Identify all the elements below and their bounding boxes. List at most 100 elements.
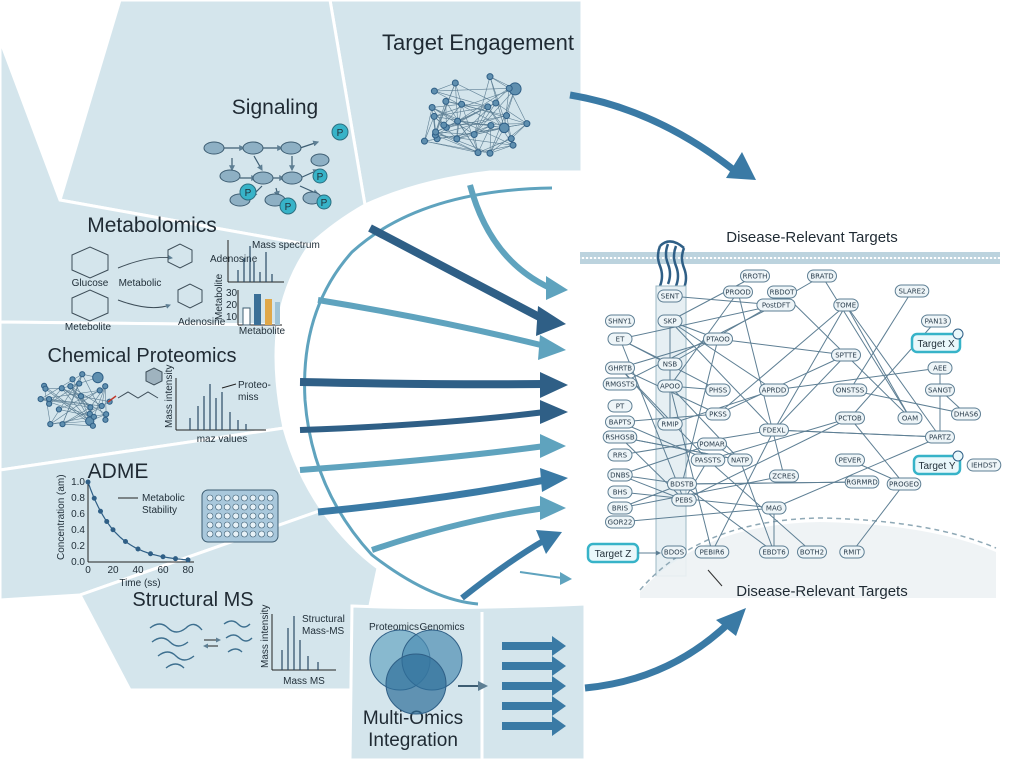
plate-well [258,530,265,538]
plate-well [206,503,214,511]
proteomics-venn-label: Proteomics [369,622,419,633]
network-node [86,410,93,417]
gene-label: DNBS [610,472,630,480]
plate-well [223,512,231,520]
network-node [76,380,83,387]
network-edge [455,82,462,105]
decay-point [110,527,116,533]
network-edge [434,82,456,92]
gene-label: BRIS [612,505,629,513]
proteomics-xlabel: maz values [197,434,248,445]
gene-node: BAPTS [605,415,635,429]
gene-node: FDEXL [759,423,789,437]
interaction-edge [849,388,967,415]
gene-node: GOR22 [605,515,635,529]
gene-node: PT [607,399,633,413]
interaction-edge [669,320,775,391]
network-edge [461,103,488,108]
gene-node: IEHDST [966,458,1002,472]
plate-well [206,521,214,529]
plate-well [258,521,265,529]
network-edge [434,88,510,92]
gene-node: SANGT [925,383,955,397]
structural-ms-content: Mass intensity Mass MS Structural Mass-M… [149,605,345,687]
network-edge [80,395,110,403]
network-node [509,141,517,149]
plate-well [241,512,248,520]
network-edge [431,107,445,126]
gene-node: PostDFT [756,298,796,312]
network-node [102,416,109,423]
phospho-label: P [317,172,324,183]
gene-node: DNBS [607,468,633,482]
gene-label: RROTH [743,273,768,281]
signaling-pathway: P P P P P [203,123,349,215]
title-chemical-proteomics: Chemical Proteomics [48,345,237,367]
proteomics-legend-1: Proteo- [238,380,271,391]
plate-well [249,530,257,538]
interaction-edge [619,491,775,511]
receptor-icon [656,240,688,289]
gene-label: PTAOO [706,336,730,344]
network-node [79,371,86,378]
gene-label: FDEXL [763,427,786,435]
gene-node: RBDOT [767,285,797,299]
interaction-edge [821,275,911,419]
plate-well [232,530,240,538]
network-edge [424,107,433,142]
network-node [42,385,49,392]
gene-label: BDSTB [670,481,694,489]
network-node [420,137,428,145]
interaction-edge [681,483,775,553]
decay-point [91,495,97,501]
structural-legend-2: Mass-MS [302,626,345,637]
integration-arrows-icon [502,636,566,736]
phospho-label: P [337,128,344,139]
gene-node: RMGSTS [602,377,638,391]
network-node [87,404,94,411]
network-node [440,121,448,129]
interaction-edge [683,417,851,501]
network-edge [431,107,475,135]
decay-point [123,539,128,545]
interaction-edge [681,338,720,485]
network-node [92,371,104,384]
interaction-edge [773,436,941,509]
network-node [498,122,510,134]
interaction-edge [619,304,777,341]
gene-label: BOTH2 [800,549,824,557]
phospho-badges: P P P P P [239,123,349,215]
plate-well [232,494,240,502]
network-node [507,135,515,143]
target-z-label: Target Z [595,549,632,560]
metabolomics-bar-chart: 30 20 10 Metabolite Metabolite [214,273,286,337]
network-edge [50,385,106,425]
gene-node: POMAR [697,437,727,451]
proteomics-spectrum: Mass intensity maz values Proteo- miss [164,365,271,445]
adme-ytick: 0.4 [71,525,85,536]
adme-xtick: 60 [157,565,169,576]
gene-node: RSHGSB [602,430,638,444]
gene-label: AEE [933,365,947,373]
venn-diagram-icon [369,629,463,715]
network-edge [104,386,107,415]
interaction-edge [707,416,851,461]
network-node [67,383,74,390]
gene-node: SKP [657,314,683,328]
metabolomics-spectrum: Mass spectrum [227,240,320,283]
gene-label: RBDOT [770,289,796,297]
adme-ytick: 0.6 [71,509,85,520]
glucose-label: Glucose [72,278,109,289]
adme-ytick: 0.8 [71,493,85,504]
decay-point [148,551,153,557]
gene-node: ONSTSS [832,383,868,397]
gene-label: RMGSTS [605,381,635,389]
plate-well [258,503,265,511]
network-node [454,117,462,125]
title-adme: ADME [88,460,149,483]
network-edge [50,420,90,425]
network-edge [434,90,505,129]
decay-point [185,557,191,563]
network-edge [443,123,527,126]
decay-point [85,479,91,485]
